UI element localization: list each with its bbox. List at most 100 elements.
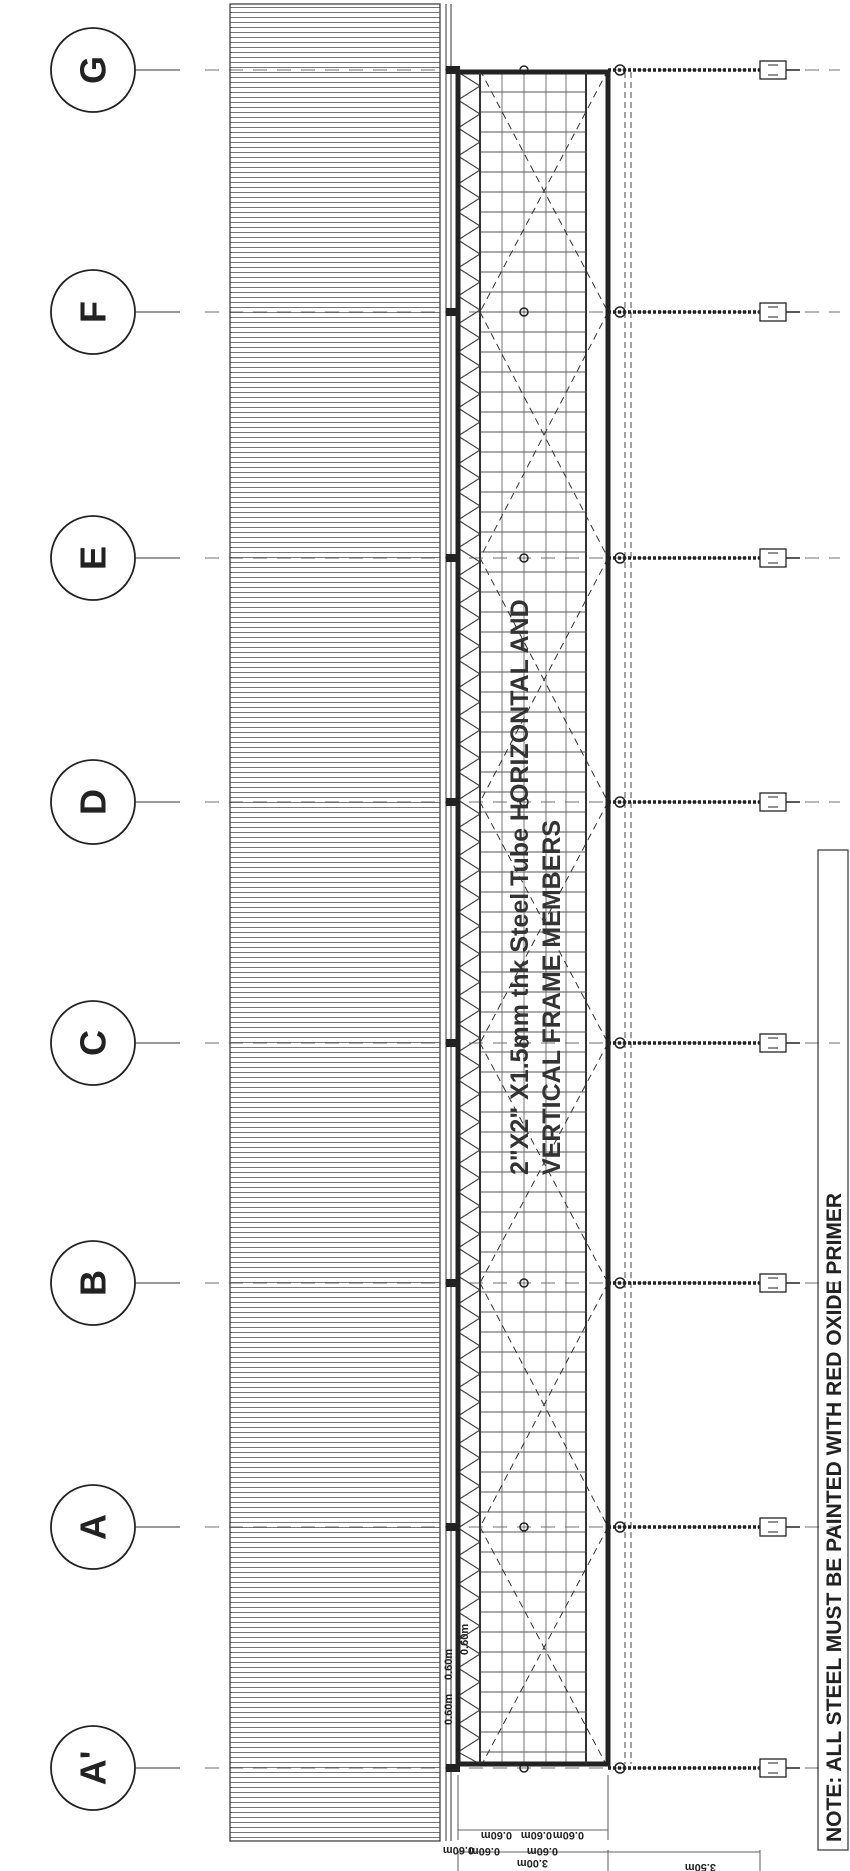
- footing-c: [759, 1033, 787, 1053]
- dim-label-total-overall: 3.50m: [685, 1861, 716, 1871]
- frame-web-member: [457, 869, 481, 885]
- frame-web-member: [457, 561, 481, 577]
- frame-web-member: [457, 1009, 481, 1025]
- frame-web-member: [457, 253, 481, 269]
- frame-web-member: [457, 645, 481, 661]
- frame-web-member: [457, 1527, 481, 1543]
- frame-web-member: [457, 631, 481, 647]
- frame-web-member: [457, 953, 481, 969]
- grid-label-c: C: [73, 1030, 114, 1056]
- frame-web-member: [457, 981, 481, 997]
- frame-web-member: [457, 1303, 481, 1319]
- post-a: [446, 1521, 760, 1533]
- frame-web-member: [457, 1583, 481, 1599]
- dim-label-top-b: 0.60m: [443, 1649, 455, 1680]
- frame-outline: [455, 69, 611, 1767]
- frame-web-member: [457, 435, 481, 451]
- post-f: [446, 306, 760, 318]
- frame-web-member: [457, 1401, 481, 1417]
- bracing-diagonal: [479, 311, 609, 559]
- frame-web-member: [457, 1387, 481, 1403]
- frame-web-member: [457, 1653, 481, 1669]
- frame-web-member: [457, 1695, 481, 1711]
- posts-and-footings: [446, 60, 800, 1778]
- grid-label-e: E: [73, 546, 114, 570]
- grid-label-a-prime: A': [73, 1751, 114, 1786]
- frame-web-member: [457, 1121, 481, 1137]
- footing-f: [759, 302, 787, 322]
- post-e: [446, 552, 760, 564]
- frame-web-member: [457, 1723, 481, 1739]
- bracing-diagonal: [479, 1526, 609, 1769]
- frame-web-member: [457, 729, 481, 745]
- grid-label-a: A: [73, 1514, 114, 1540]
- frame-web-member: [457, 1541, 481, 1557]
- frame-web-member: [457, 673, 481, 689]
- frame-web-member: [457, 1485, 481, 1501]
- frame-web-member: [457, 995, 481, 1011]
- frame-web-member: [457, 827, 481, 843]
- dim-label-top-c: 0.60m: [459, 1624, 471, 1655]
- frame-web-member: [457, 1177, 481, 1193]
- frame-web-member: [457, 463, 481, 479]
- frame-web-member: [457, 1233, 481, 1249]
- bracing-diagonal: [479, 69, 609, 313]
- footing-g: [759, 60, 787, 80]
- frame-web-member: [457, 393, 481, 409]
- frame-vertical-members: [480, 72, 586, 1764]
- frame-web-member: [457, 1289, 481, 1305]
- frame-web-member: [457, 1219, 481, 1235]
- post-d: [446, 796, 760, 808]
- frame-web-member: [457, 1275, 481, 1291]
- frame-web-member: [457, 743, 481, 759]
- frame-web-member: [457, 1667, 481, 1683]
- frame-web-member: [457, 281, 481, 297]
- frame-web-member: [457, 1163, 481, 1179]
- frame-web-member: [457, 505, 481, 521]
- frame-web-member: [457, 407, 481, 423]
- post-b: [446, 1277, 760, 1289]
- frame-web-member: [457, 1471, 481, 1487]
- frame-web-member: [457, 1191, 481, 1207]
- frame-web-member: [457, 1555, 481, 1571]
- footing-b: [759, 1273, 787, 1293]
- frame-web-member: [457, 309, 481, 325]
- frame-web-member: [457, 477, 481, 493]
- frame-web-member: [457, 687, 481, 703]
- frame-web-member: [457, 547, 481, 563]
- grid-bubble-d: D: [50, 759, 136, 845]
- frame-web-member: [457, 1135, 481, 1151]
- dim-label-small-e: 0.60m: [469, 1845, 500, 1857]
- frame-web-member: [457, 771, 481, 787]
- grid-bubble-e: E: [50, 515, 136, 601]
- frame-web-member: [457, 351, 481, 367]
- dim-label-top-a: 0.60m: [443, 1694, 455, 1725]
- frame-web-member: [457, 1513, 481, 1529]
- member-label-line1: 2"X2" X1.5mm thk Steel Tube HORIZONTAL A…: [506, 599, 534, 1175]
- frame-web-member: [457, 1499, 481, 1515]
- frame-web-member: [457, 183, 481, 199]
- frame-web-member: [457, 1023, 481, 1039]
- bracing-diagonal: [479, 1042, 609, 1284]
- frame-web-member: [457, 141, 481, 157]
- frame-web-member: [457, 701, 481, 717]
- dim-label-small-c: 0.60m: [521, 1829, 552, 1841]
- bracing-diagonal: [479, 557, 609, 803]
- frame-web-member: [457, 1569, 481, 1585]
- post-c: [446, 1037, 760, 1049]
- footing-a-prime: [759, 1758, 787, 1778]
- frame-web-member: [457, 295, 481, 311]
- note-box: NOTE: ALL STEEL MUST BE PAINTED WITH RED…: [817, 849, 849, 1851]
- frame-web-member: [457, 337, 481, 353]
- frame-web-member: [457, 421, 481, 437]
- post-a-prime: [446, 1762, 760, 1774]
- dim-label-total-frame: 3.00m: [517, 1857, 548, 1869]
- frame-web-member: [457, 1345, 481, 1361]
- frame-web-member: [457, 1037, 481, 1053]
- frame-web-member: [457, 925, 481, 941]
- frame-web-member: [457, 1611, 481, 1627]
- post-g: [446, 64, 760, 76]
- frame-web-member: [457, 1639, 481, 1655]
- frame-web-member: [457, 197, 481, 213]
